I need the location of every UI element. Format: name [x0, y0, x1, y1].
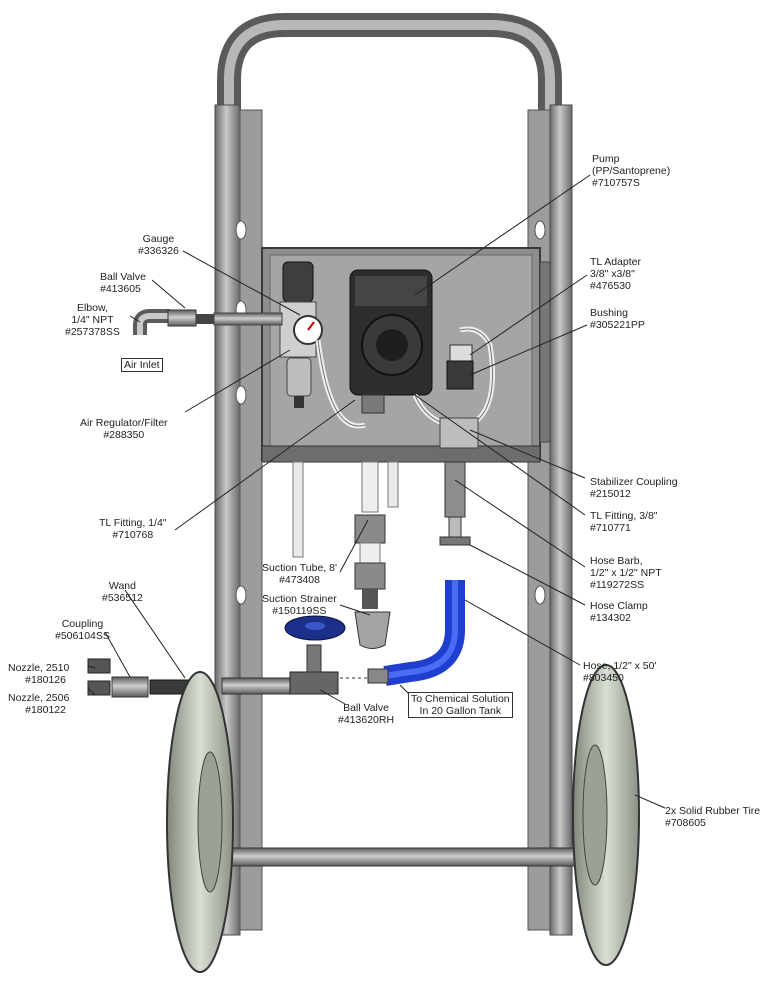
right-tire — [572, 664, 640, 966]
label-line: #710757S — [592, 177, 640, 189]
label-line: Stabilizer Coupling — [590, 476, 678, 488]
label-line: TL Adapter — [590, 256, 641, 268]
label-chemical-tank: To Chemical Solution In 20 Gallon Tank — [408, 692, 513, 718]
label-line: Air Regulator/Filter — [80, 417, 168, 429]
label-suction-tube: Suction Tube, 8' #473408 — [262, 562, 337, 586]
label-pump: Pump (PP/Santoprene) #710757S — [592, 153, 670, 189]
label-bushing: Bushing #305221PP — [590, 307, 645, 331]
label-line: #476530 — [590, 280, 631, 292]
label-line: #180126 — [25, 674, 66, 686]
label-tl-adapter: TL Adapter 3/8" x3/8" #476530 — [590, 256, 641, 292]
label-stabilizer-coupling: Stabilizer Coupling #215012 — [590, 476, 678, 500]
label-gauge: Gauge #336326 — [138, 233, 179, 257]
label-elbow: Elbow, 1/4" NPT #257378SS — [65, 302, 120, 338]
label-line: #119272SS — [590, 579, 645, 591]
label-suction-strainer: Suction Strainer #150119SS — [262, 593, 337, 617]
label-line: #413605 — [100, 283, 141, 295]
frame-right-rail — [527, 104, 573, 936]
label-line: #473408 — [279, 574, 320, 586]
label-line: To Chemical Solution — [411, 693, 510, 705]
label-line: #180122 — [25, 704, 66, 716]
label-line: Bushing — [590, 307, 628, 319]
label-wand: Wand #536512 — [102, 580, 143, 604]
label-ball-valve-top: Ball Valve #413605 — [100, 271, 146, 295]
label-line: #288350 — [103, 429, 145, 441]
label-line: #215012 — [590, 488, 631, 500]
suction-tube — [354, 514, 386, 609]
label-line: TL Fitting, 3/8" — [590, 510, 658, 522]
label-line: #710768 — [112, 529, 154, 541]
label-line: 3/8" x3/8" — [590, 268, 635, 280]
label-line: Suction Strainer — [262, 593, 337, 605]
label-line: Nozzle, 2506 — [8, 692, 70, 704]
label-line: #413620RH — [338, 714, 395, 726]
label-ball-valve-bottom: Ball Valve #413620RH — [338, 702, 394, 726]
label-line: #150119SS — [272, 605, 327, 617]
label-line: Wand — [108, 580, 136, 592]
label-line: #336326 — [138, 245, 179, 257]
label-line: (PP/Santoprene) — [592, 165, 671, 177]
suction-strainer — [354, 611, 391, 649]
axle — [231, 847, 578, 867]
label-line: Hose Barb, — [590, 555, 643, 567]
label-line: #134302 — [590, 612, 631, 624]
label-air-regulator: Air Regulator/Filter #288350 — [80, 417, 168, 441]
label-line: Ball Valve — [100, 271, 146, 283]
label-line: TL Fitting, 1/4" — [99, 517, 167, 529]
label-line: 1/4" NPT — [71, 314, 114, 326]
label-line: #803450 — [583, 672, 624, 684]
label-line: #708605 — [665, 817, 706, 829]
label-coupling: Coupling #506104SS — [55, 618, 110, 642]
frame-left-rail — [214, 104, 263, 936]
pump — [349, 269, 433, 414]
label-tl-fitting-14: TL Fitting, 1/4" #710768 — [99, 517, 167, 541]
label-line: 2x Solid Rubber Tire — [665, 805, 761, 817]
label-line: Ball Valve — [343, 702, 389, 714]
label-line: Gauge — [142, 233, 175, 245]
label-air-inlet: Air Inlet — [121, 358, 163, 372]
label-line: Coupling — [61, 618, 104, 630]
blue-hose — [367, 536, 471, 686]
left-tire — [166, 671, 234, 973]
label-nozzle-2510: Nozzle, 2510 #180126 — [8, 662, 70, 686]
label-line: Hose, 1/2" x 50' — [583, 660, 657, 672]
handle-tube — [217, 12, 562, 110]
label-nozzle-2506: Nozzle, 2506 #180122 — [8, 692, 70, 716]
air-regulator — [279, 261, 323, 408]
label-line: #305221PP — [590, 319, 645, 331]
label-line: #257378SS — [65, 326, 120, 338]
label-tl-fitting-38: TL Fitting, 3/8" #710771 — [590, 510, 658, 534]
label-line: Pump — [592, 153, 620, 165]
label-hose: Hose, 1/2" x 50' #803450 — [583, 660, 656, 684]
label-line: Suction Tube, 8' — [262, 562, 337, 574]
label-line: #710771 — [590, 522, 631, 534]
label-line: #536512 — [102, 592, 143, 604]
label-hose-barb: Hose Barb, 1/2" x 1/2" NPT #119272SS — [590, 555, 662, 591]
leader-lines — [87, 174, 666, 809]
label-line: In 20 Gallon Tank — [419, 705, 502, 717]
label-hose-clamp: Hose Clamp #134302 — [590, 600, 648, 624]
label-line: #506104SS — [55, 630, 110, 642]
air-inlet-fittings — [133, 309, 283, 335]
label-line: Nozzle, 2510 — [8, 662, 70, 674]
label-tire: 2x Solid Rubber Tire #708605 — [665, 805, 760, 829]
label-line: Hose Clamp — [590, 600, 648, 612]
label-line: Elbow, — [76, 302, 108, 314]
label-line: 1/2" x 1/2" NPT — [590, 567, 662, 579]
